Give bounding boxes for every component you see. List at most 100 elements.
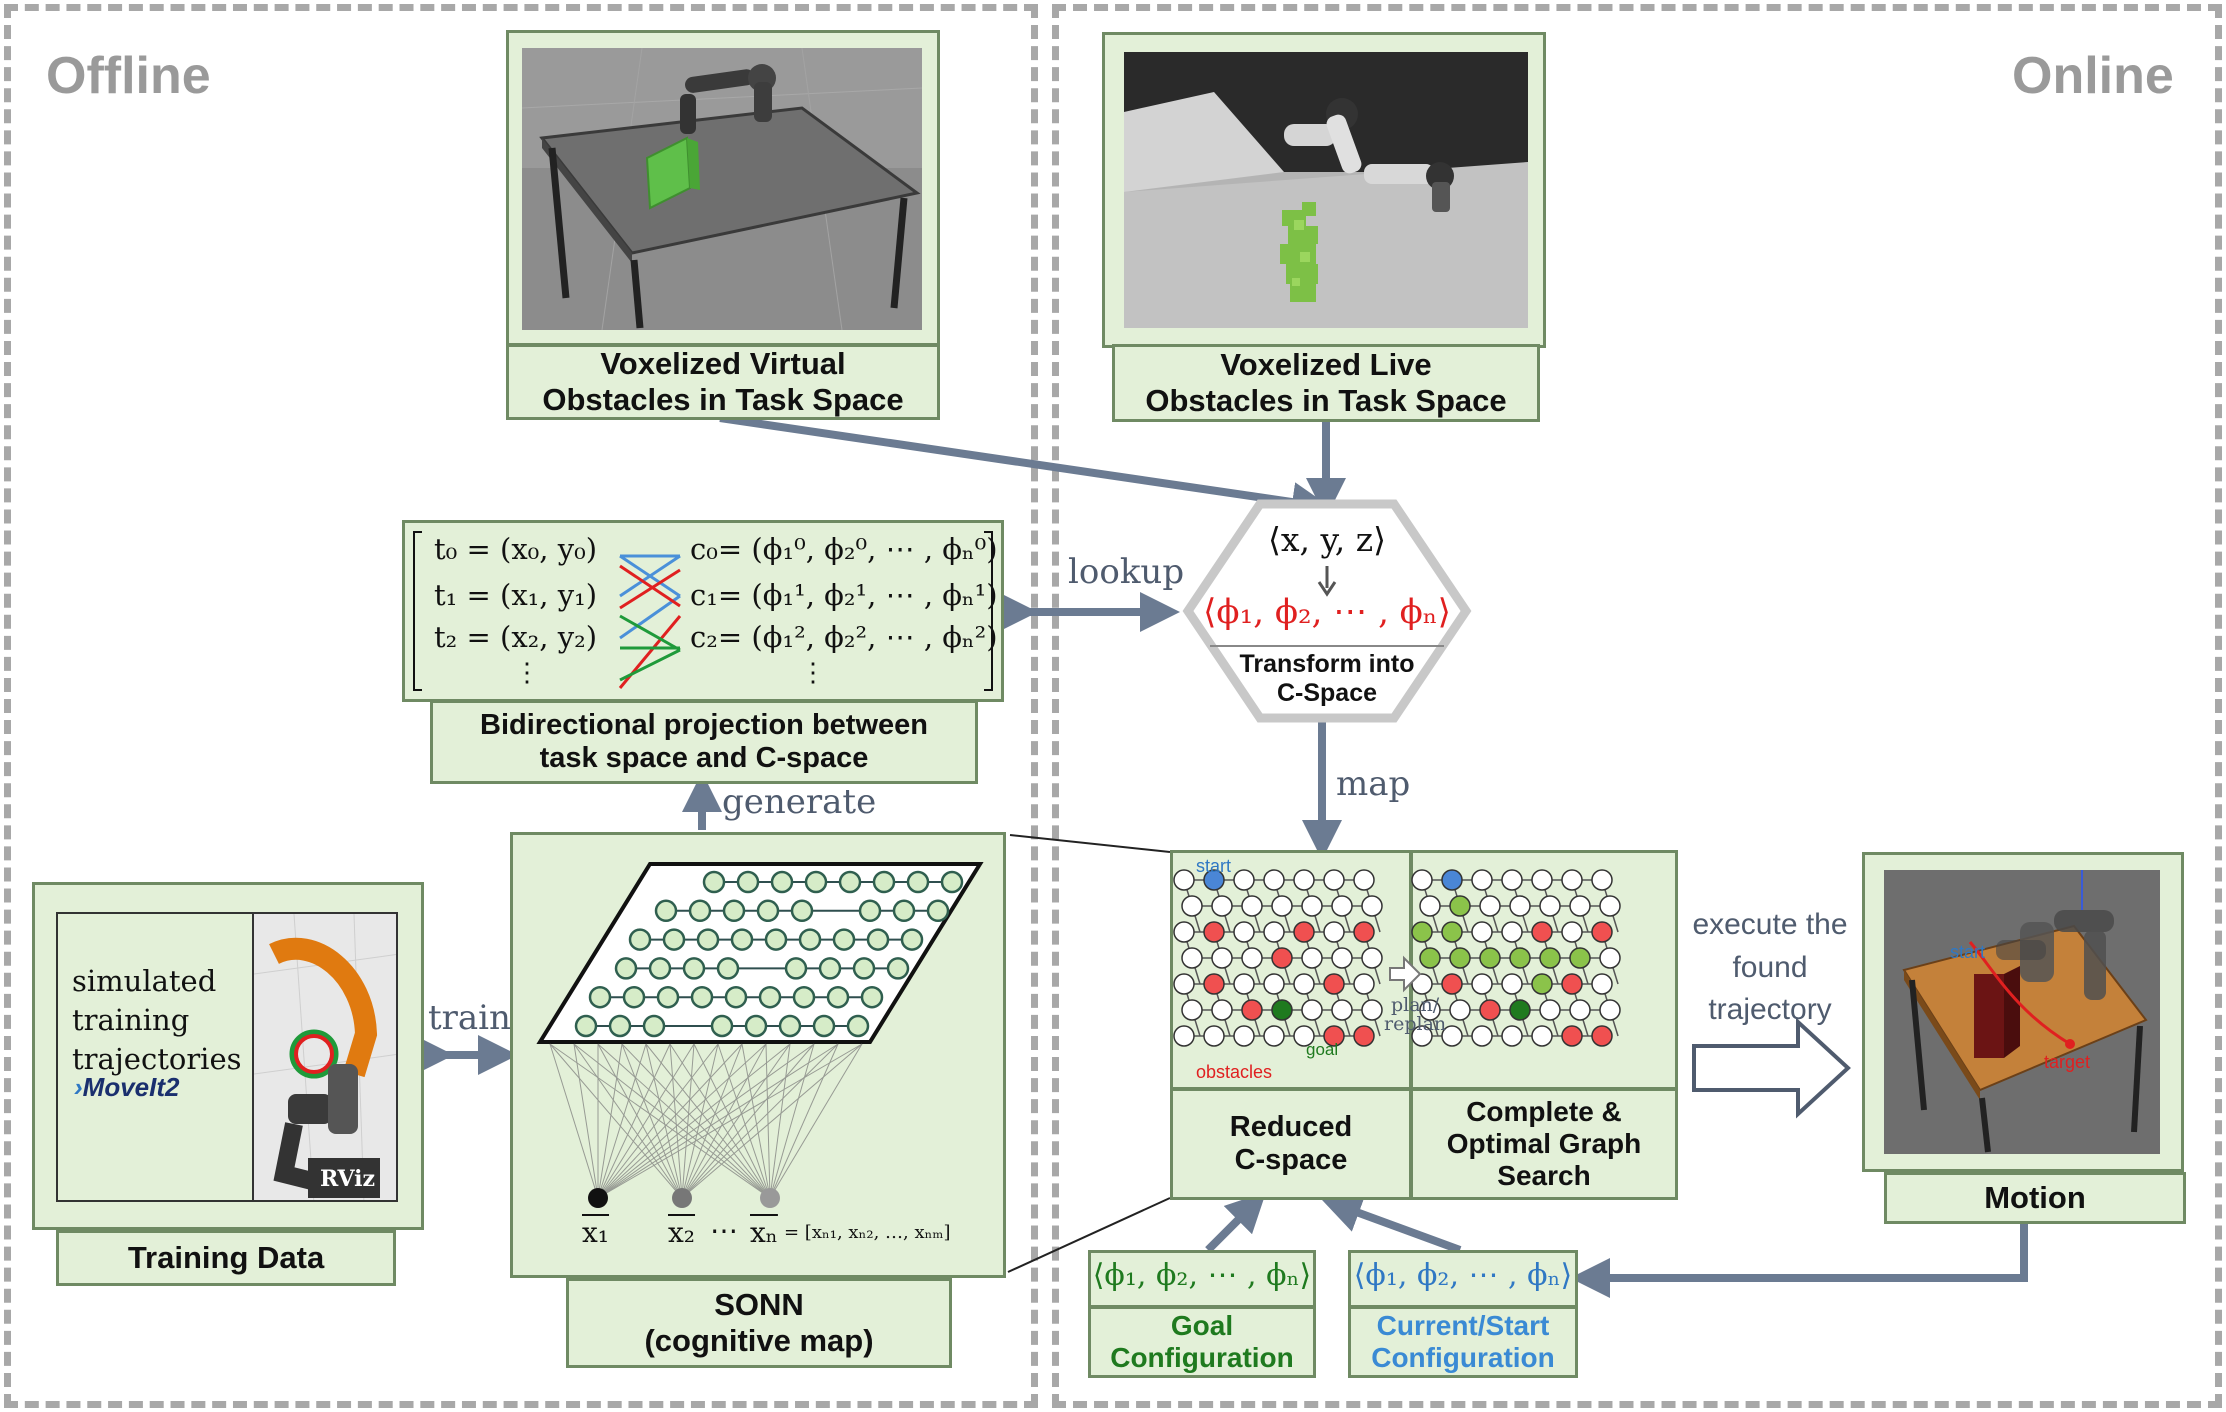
cspace-node [1441,869,1463,891]
cspace-node [1471,921,1493,943]
cspace-node [1479,947,1501,969]
cspace-node [1181,999,1203,1021]
sonn-node [736,870,760,894]
moveit-text: MoveIt2 [82,1072,180,1102]
arrow-execute [1692,1017,1851,1119]
train-label: train [428,998,511,1038]
sonn-node [688,899,712,923]
virtual-obstacles-caption: Voxelized Virtual Obstacles in Task Spac… [506,344,940,420]
live-obstacles-caption: Voxelized Live Obstacles in Task Space [1112,344,1540,422]
cspace-node [1531,921,1553,943]
arrow-motion-to-start [1570,1222,2028,1298]
sonn-network [536,862,984,1208]
t-row-2: t₂ = (x₂, y₂) [434,620,598,654]
cspace-node [1331,895,1353,917]
training-text: simulated training trajectories [72,964,242,1077]
cspace-node [1173,973,1195,995]
cspace-node [1293,921,1315,943]
cspace-node [1479,999,1501,1021]
cspace-node [1531,1025,1553,1047]
graph-search-diagram [1173,869,1621,1047]
c-row-3: ⋮ [800,658,826,688]
arrow-goal-to-cspace [1205,1191,1267,1253]
cspace-node [1323,869,1345,891]
sonn-node [654,899,678,923]
cspace-node [1441,973,1463,995]
graph-search-caption: Complete & Optimal Graph Search [1410,1088,1678,1200]
cspace-node [1509,999,1531,1021]
generate-label: generate [722,782,877,822]
cspace-node [1411,1025,1433,1047]
cspace-node [1263,1025,1285,1047]
sonn-xn: xₙ [750,1216,778,1249]
cspace-node [1211,947,1233,969]
cspace-node [1411,921,1433,943]
sonn-node [926,899,950,923]
cspace-node [1599,895,1621,917]
cspace-node [1419,947,1441,969]
cspace-node [1501,921,1523,943]
sonn-node [900,928,924,951]
cspace-node [1353,973,1375,995]
sonn-node [628,928,652,951]
cspace-node [1353,921,1375,943]
cspace-node [1509,895,1531,917]
sonn-node [798,928,822,951]
sonn-node [690,985,714,1009]
sonn-node [682,957,706,980]
zoom-line-bottom [1007,1197,1171,1273]
cspace-node [1203,973,1225,995]
cspace-node [1441,1025,1463,1047]
t-row-3: ⋮ [514,658,540,688]
hexagon-caption: Transform into C-Space [1239,650,1415,707]
cspace-node [1271,947,1293,969]
cspace-node [1539,999,1561,1021]
sonn-node [790,899,814,923]
cspace-node [1561,1025,1583,1047]
sonn-node [784,957,808,980]
sonn-node [940,870,964,894]
cspace-node [1509,947,1531,969]
cspace-node [1479,895,1501,917]
motion-scene [1884,870,2160,1154]
moveit-logo: ›MoveIt2 [74,1072,179,1103]
virtual-obstacles-image [522,48,922,330]
cspace-node [1471,1025,1493,1047]
goal-config-caption: Goal Configuration [1088,1306,1316,1378]
cspace-node [1241,895,1263,917]
motion-image [1884,870,2160,1154]
label-plan: plan/ replan [1384,994,1447,1035]
arrow-start-to-cspace [1321,1194,1462,1254]
cspace-node [1353,1025,1375,1047]
sonn-node [818,957,842,980]
cspace-node [1531,973,1553,995]
cspace-node [1501,869,1523,891]
sonn-node [866,928,890,951]
cspace-node [1591,921,1613,943]
label-goal: goal [1306,1040,1339,1059]
cspace-node [1501,1025,1523,1047]
sonn-node [696,928,720,951]
sonn-node [722,899,746,923]
cspace-node [1173,869,1195,891]
sonn-node [838,870,862,894]
cspace-node [1471,869,1493,891]
cspace-node [1241,999,1263,1021]
sonn-node [608,1014,632,1038]
sonn-node [792,985,816,1009]
sonn-node [852,957,876,980]
map-label: map [1336,764,1411,804]
goal-config-formula-box [1088,1250,1316,1308]
lookup-label: lookup [1068,552,1185,592]
cspace-node [1323,973,1345,995]
t-row-1: t₁ = (x₁, y₁) [434,578,598,612]
sonn-node [826,985,850,1009]
cspace-node [1501,973,1523,995]
sonn-x1: x₁ [582,1216,610,1249]
sonn-node [804,870,828,894]
sonn-node [832,928,856,951]
sonn-node [716,957,740,980]
cspace-node [1561,973,1583,995]
motion-start-label: start [1950,942,1986,962]
